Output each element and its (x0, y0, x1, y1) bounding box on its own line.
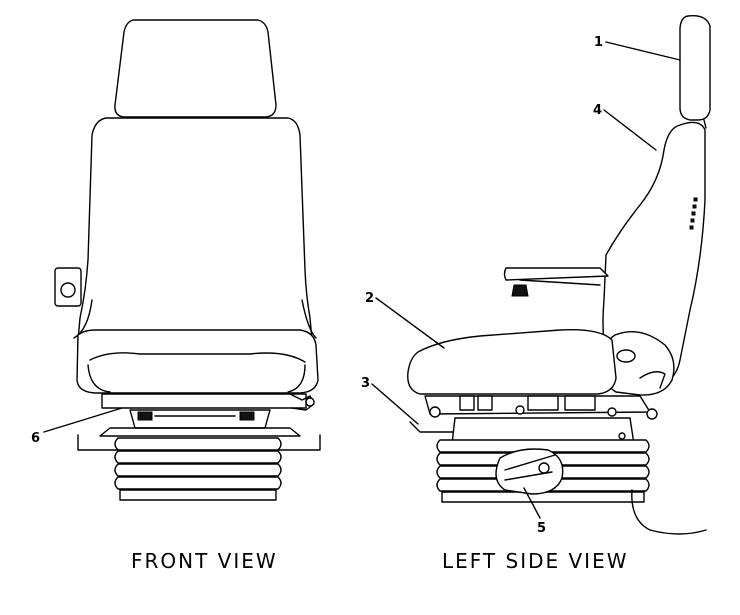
side-seat-cushion (407, 329, 617, 395)
front-view (54, 19, 321, 501)
leader-line-5 (523, 487, 541, 519)
side-view-label: LEFT SIDE VIEW (442, 549, 629, 573)
side-view (407, 15, 711, 535)
side-slide-lever (409, 421, 457, 433)
front-backrest (77, 117, 313, 351)
side-air-hose (631, 489, 707, 535)
front-view-label: FRONT VIEW (131, 549, 278, 573)
callout-4: 4 (593, 103, 602, 118)
callout-2: 2 (365, 291, 374, 306)
leader-line-1 (605, 41, 681, 61)
leader-line-2 (375, 297, 445, 349)
side-mechanism (424, 395, 658, 420)
callout-3: 3 (361, 376, 370, 391)
leader-line-6 (43, 407, 123, 433)
front-seat-cushion (76, 329, 319, 394)
leader-line-4 (603, 109, 657, 151)
side-armrest (503, 267, 609, 281)
front-bellows (114, 437, 282, 501)
callout-1: 1 (594, 35, 603, 50)
front-headrest (114, 19, 277, 118)
side-headrest (679, 15, 711, 121)
front-seat-pan (101, 393, 307, 409)
leader-lines (43, 41, 681, 519)
side-backrest-stitching (689, 197, 698, 230)
callout-6: 6 (31, 431, 40, 446)
callout-5: 5 (537, 521, 546, 536)
side-weight-adjust-knob (495, 448, 564, 495)
leader-line-3 (371, 383, 419, 425)
